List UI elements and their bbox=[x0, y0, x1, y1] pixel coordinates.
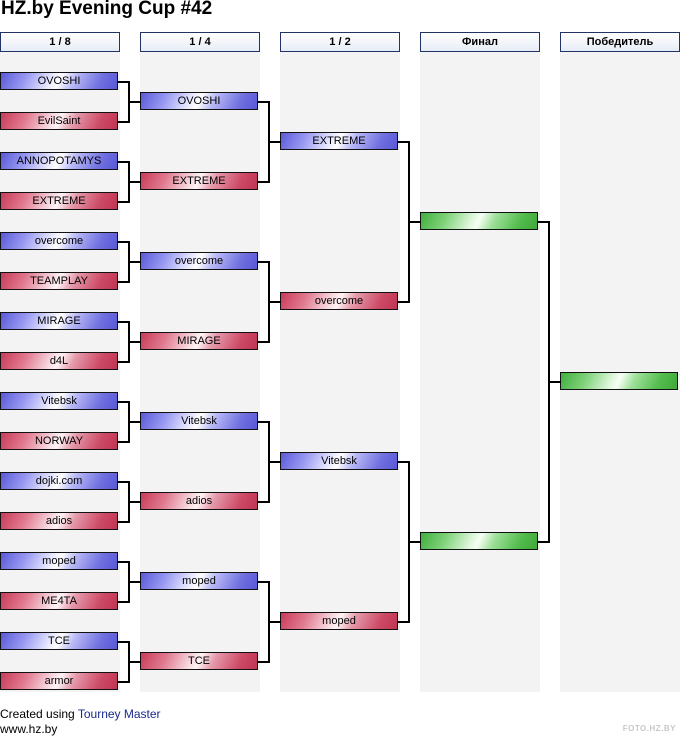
watermark: FOTO.HZ.BY bbox=[622, 724, 676, 733]
created-using-text: Created using bbox=[0, 707, 75, 721]
bracket-connector bbox=[118, 481, 129, 483]
round-column-bg bbox=[420, 52, 540, 692]
bracket-connector bbox=[118, 161, 129, 163]
team-slot[interactable]: moped bbox=[140, 572, 258, 590]
bracket-connector bbox=[118, 361, 129, 363]
team-slot[interactable]: NORWAY bbox=[0, 432, 118, 450]
team-slot[interactable]: EXTREME bbox=[0, 192, 118, 210]
bracket-connector bbox=[118, 601, 129, 603]
team-slot[interactable] bbox=[560, 372, 678, 390]
round-header: Финал bbox=[420, 32, 540, 52]
round-header: 1 / 4 bbox=[140, 32, 260, 52]
bracket-connector bbox=[118, 521, 129, 523]
created-using-line: Created using Tourney Master bbox=[0, 707, 161, 721]
bracket-connector bbox=[118, 561, 129, 563]
bracket-connector bbox=[118, 201, 129, 203]
team-slot[interactable]: dojki.com bbox=[0, 472, 118, 490]
bracket-connector bbox=[398, 461, 409, 463]
team-slot[interactable]: EXTREME bbox=[140, 172, 258, 190]
team-slot[interactable]: overcome bbox=[280, 292, 398, 310]
page-title: HZ.by Evening Cup #42 bbox=[1, 0, 213, 19]
bracket-connector bbox=[118, 681, 129, 683]
team-slot[interactable]: overcome bbox=[140, 252, 258, 270]
team-slot[interactable]: moped bbox=[0, 552, 118, 570]
bracket-connector bbox=[258, 581, 269, 583]
bracket-connector bbox=[268, 621, 281, 623]
bracket-connector bbox=[128, 421, 141, 423]
bracket-connector bbox=[128, 661, 141, 663]
team-slot[interactable]: MIRAGE bbox=[0, 312, 118, 330]
round-column-bg bbox=[280, 52, 400, 692]
bracket-connector bbox=[128, 341, 141, 343]
team-slot[interactable]: OVOSHI bbox=[0, 72, 118, 90]
team-slot[interactable]: EvilSaint bbox=[0, 112, 118, 130]
team-slot[interactable]: adios bbox=[0, 512, 118, 530]
team-slot[interactable]: ANNOPOTAMYS bbox=[0, 152, 118, 170]
team-slot[interactable]: TEAMPLAY bbox=[0, 272, 118, 290]
bracket-connector bbox=[258, 101, 269, 103]
round-header: 1 / 8 bbox=[0, 32, 120, 52]
bracket-connector bbox=[398, 141, 409, 143]
bracket-connector bbox=[118, 321, 129, 323]
bracket-connector bbox=[128, 501, 141, 503]
team-slot[interactable]: adios bbox=[140, 492, 258, 510]
bracket-connector bbox=[258, 261, 269, 263]
team-slot[interactable]: TCE bbox=[0, 632, 118, 650]
round-column-bg bbox=[140, 52, 260, 692]
team-slot[interactable]: TCE bbox=[140, 652, 258, 670]
bracket-connector bbox=[538, 541, 549, 543]
bracket-connector bbox=[258, 661, 269, 663]
bracket-connector bbox=[128, 181, 141, 183]
team-slot[interactable]: Vitebsk bbox=[140, 412, 258, 430]
tourney-master-link[interactable]: Tourney Master bbox=[77, 707, 161, 721]
bracket-connector bbox=[118, 121, 129, 123]
team-slot[interactable]: Vitebsk bbox=[0, 392, 118, 410]
team-slot[interactable] bbox=[420, 532, 538, 550]
bracket-connector bbox=[118, 81, 129, 83]
team-slot[interactable] bbox=[420, 212, 538, 230]
bracket-connector bbox=[408, 541, 421, 543]
team-slot[interactable]: d4L bbox=[0, 352, 118, 370]
bracket-connector bbox=[408, 221, 421, 223]
bracket-connector bbox=[538, 221, 549, 223]
bracket-connector bbox=[118, 401, 129, 403]
bracket-connector bbox=[268, 461, 281, 463]
team-slot[interactable]: moped bbox=[280, 612, 398, 630]
bracket-connector bbox=[128, 261, 141, 263]
bracket-connector bbox=[258, 181, 269, 183]
bracket-connector bbox=[128, 581, 141, 583]
team-slot[interactable]: Vitebsk bbox=[280, 452, 398, 470]
bracket-connector bbox=[258, 421, 269, 423]
bracket-connector bbox=[268, 141, 281, 143]
round-header: 1 / 2 bbox=[280, 32, 400, 52]
bracket-connector bbox=[398, 621, 409, 623]
bracket-connector bbox=[118, 281, 129, 283]
team-slot[interactable]: overcome bbox=[0, 232, 118, 250]
team-slot[interactable]: OVOSHI bbox=[140, 92, 258, 110]
site-url: www.hz.by bbox=[0, 722, 58, 736]
team-slot[interactable]: EXTREME bbox=[280, 132, 398, 150]
bracket-connector bbox=[268, 301, 281, 303]
bracket-connector bbox=[118, 241, 129, 243]
team-slot[interactable]: MIRAGE bbox=[140, 332, 258, 350]
bracket-connector bbox=[258, 341, 269, 343]
round-header: Победитель bbox=[560, 32, 680, 52]
bracket-connector bbox=[118, 441, 129, 443]
bracket-connector bbox=[398, 301, 409, 303]
bracket-connector bbox=[258, 501, 269, 503]
team-slot[interactable]: ME4TA bbox=[0, 592, 118, 610]
team-slot[interactable]: armor bbox=[0, 672, 118, 690]
bracket-connector bbox=[548, 381, 561, 383]
bracket-connector bbox=[128, 101, 141, 103]
bracket-connector bbox=[118, 641, 129, 643]
